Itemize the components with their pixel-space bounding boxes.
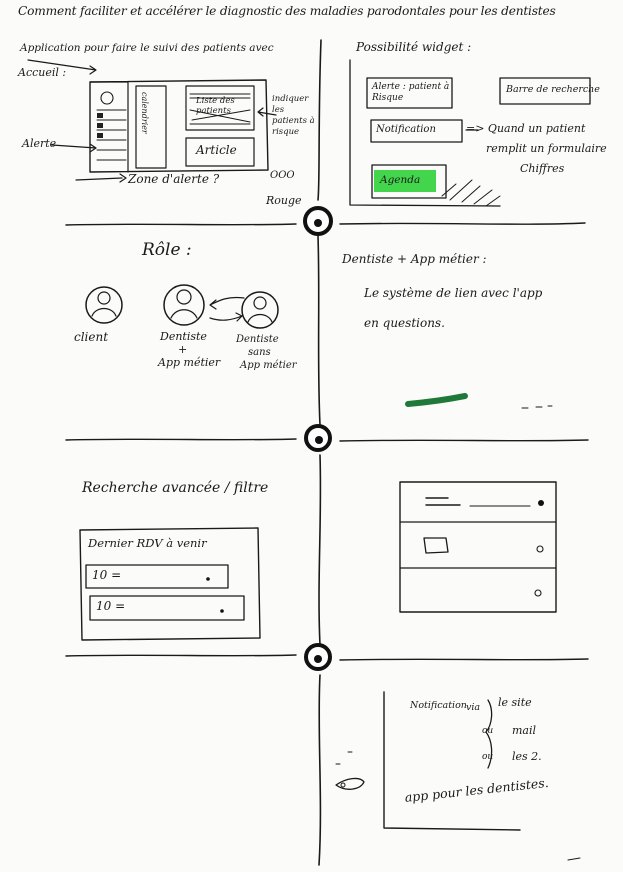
search-row-1[interactable]: 10 = bbox=[92, 568, 122, 582]
center-node-3 bbox=[304, 643, 332, 671]
divider-row2-left bbox=[65, 438, 297, 441]
role-figures bbox=[85, 284, 279, 329]
search-card-title: Dernier RDV à venir bbox=[88, 536, 207, 550]
accueil-label: Accueil : bbox=[18, 66, 67, 79]
divider-row1-right bbox=[339, 222, 586, 225]
center-node-1 bbox=[303, 206, 333, 236]
divider-row1-left bbox=[65, 223, 297, 226]
app-wireframe bbox=[27, 59, 277, 183]
widgets-heading: Possibilité widget : bbox=[356, 40, 472, 54]
search-card-sketch bbox=[79, 527, 261, 641]
dentiste-app-line2: en questions. bbox=[364, 316, 445, 330]
dentiste-app-heading: Dentiste + App métier : bbox=[342, 252, 487, 266]
green-marker-stroke bbox=[405, 393, 468, 407]
role-dentiste-2: + bbox=[178, 343, 188, 356]
patients-list-header: Liste des patients bbox=[196, 96, 235, 116]
role-sans-2: sans bbox=[248, 347, 271, 358]
page-title: Comment faciliter et accélérer le diagno… bbox=[18, 4, 556, 18]
notif-via: via bbox=[466, 702, 481, 713]
notification-widget[interactable]: Notification bbox=[376, 124, 436, 135]
risk-side-note: indiquer les patients à risque bbox=[272, 94, 315, 137]
calendar-vertical-label: calendrier bbox=[140, 92, 149, 134]
notif-ou-2: ou bbox=[482, 752, 494, 762]
ooo-label: OOO bbox=[270, 170, 295, 181]
agenda-highlight bbox=[374, 170, 436, 192]
notif-label: Notification bbox=[410, 700, 467, 711]
notif-note-line2: remplit un formulaire bbox=[486, 142, 607, 155]
notif-option-site: le site bbox=[498, 696, 532, 709]
notif-ou-1: ou bbox=[482, 726, 494, 736]
widgets-sketch bbox=[349, 59, 591, 207]
search-bar-widget[interactable]: Barre de recherche bbox=[506, 84, 600, 95]
alerte-label: Alerte bbox=[22, 137, 57, 150]
app-heading: Application pour faire le suivi des pati… bbox=[20, 42, 274, 54]
dentiste-app-line1: Le système de lien avec l'app bbox=[364, 286, 543, 300]
agenda-widget[interactable]: Agenda bbox=[380, 174, 421, 186]
role-dentiste-3: App métier bbox=[158, 356, 221, 369]
notif-option-mail: mail bbox=[512, 724, 537, 737]
role-sans-3: App métier bbox=[240, 360, 297, 371]
divider-row3-left bbox=[65, 654, 297, 657]
alerte-patient-widget[interactable]: Alerte : patient à Risque bbox=[372, 82, 450, 103]
search-row-2[interactable]: 10 = bbox=[96, 599, 126, 613]
notif-sketch bbox=[335, 691, 581, 861]
notif-note-line3: Chiffres bbox=[520, 162, 565, 175]
search-heading: Recherche avancée / filtre bbox=[82, 480, 269, 496]
divider-row3-right bbox=[339, 658, 589, 661]
role-client: client bbox=[74, 330, 109, 344]
rouge-label: Rouge bbox=[266, 194, 302, 207]
center-node-2 bbox=[304, 424, 332, 452]
alert-zone-caption: Zone d'alerte ? bbox=[128, 172, 220, 186]
divider-row2-right bbox=[339, 439, 589, 442]
notif-option-both: les 2. bbox=[512, 750, 542, 763]
roles-heading: Rôle : bbox=[142, 240, 192, 260]
notif-note-line1: => Quand un patient bbox=[466, 122, 586, 135]
role-sans-1: Dentiste bbox=[236, 334, 279, 345]
role-dentiste-1: Dentiste bbox=[160, 330, 207, 343]
center-divider bbox=[317, 39, 322, 866]
article-label: Article bbox=[196, 143, 237, 157]
list-wireframe bbox=[399, 481, 557, 613]
